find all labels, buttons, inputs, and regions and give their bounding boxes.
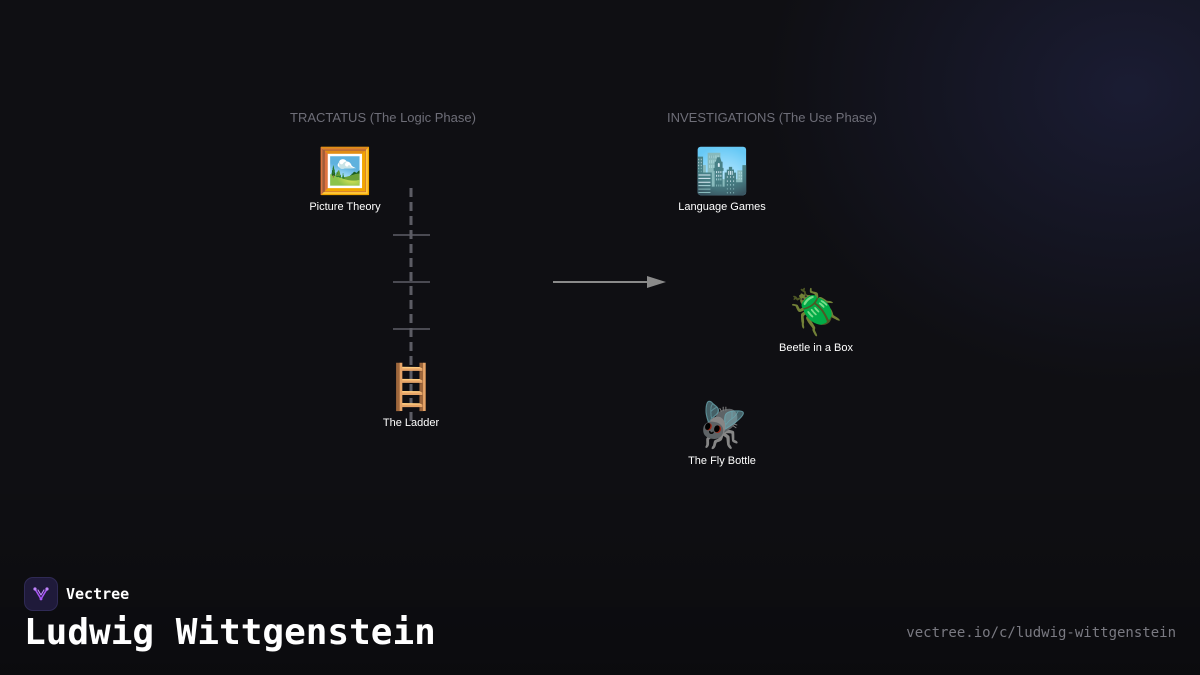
beetle-icon: 🪲	[788, 287, 844, 338]
node-label: Language Games	[678, 201, 766, 213]
node-the-fly-bottle[interactable]: 🪰 The Fly Bottle	[688, 400, 756, 468]
transition-arrow-head	[647, 276, 666, 288]
phase-label-investigations: INVESTIGATIONS (The Use Phase)	[667, 110, 877, 125]
node-label: Picture Theory	[309, 201, 381, 213]
node-label: The Fly Bottle	[688, 455, 756, 467]
phase-label-tractatus: TRACTATUS (The Logic Phase)	[290, 110, 476, 125]
page-title: Ludwig Wittgenstein	[24, 612, 436, 653]
node-beetle-in-a-box[interactable]: 🪲 Beetle in a Box	[779, 287, 853, 355]
framed-picture-icon: 🖼️	[317, 146, 373, 197]
vectree-logo-icon	[24, 577, 58, 611]
fly-icon: 🪰	[694, 400, 750, 451]
node-the-ladder[interactable]: 🪜 The Ladder	[382, 362, 440, 430]
ladder-icon: 🪜	[383, 362, 439, 413]
page-url[interactable]: vectree.io/c/ludwig-wittgenstein	[906, 625, 1176, 641]
brand[interactable]: Vectree	[24, 577, 129, 611]
node-language-games[interactable]: 🏙️ Language Games	[678, 146, 766, 214]
node-picture-theory[interactable]: 🖼️ Picture Theory	[309, 146, 381, 214]
node-label: The Ladder	[382, 417, 440, 429]
node-label: Beetle in a Box	[779, 342, 853, 354]
cityscape-icon: 🏙️	[694, 146, 750, 197]
brand-name: Vectree	[66, 585, 130, 603]
